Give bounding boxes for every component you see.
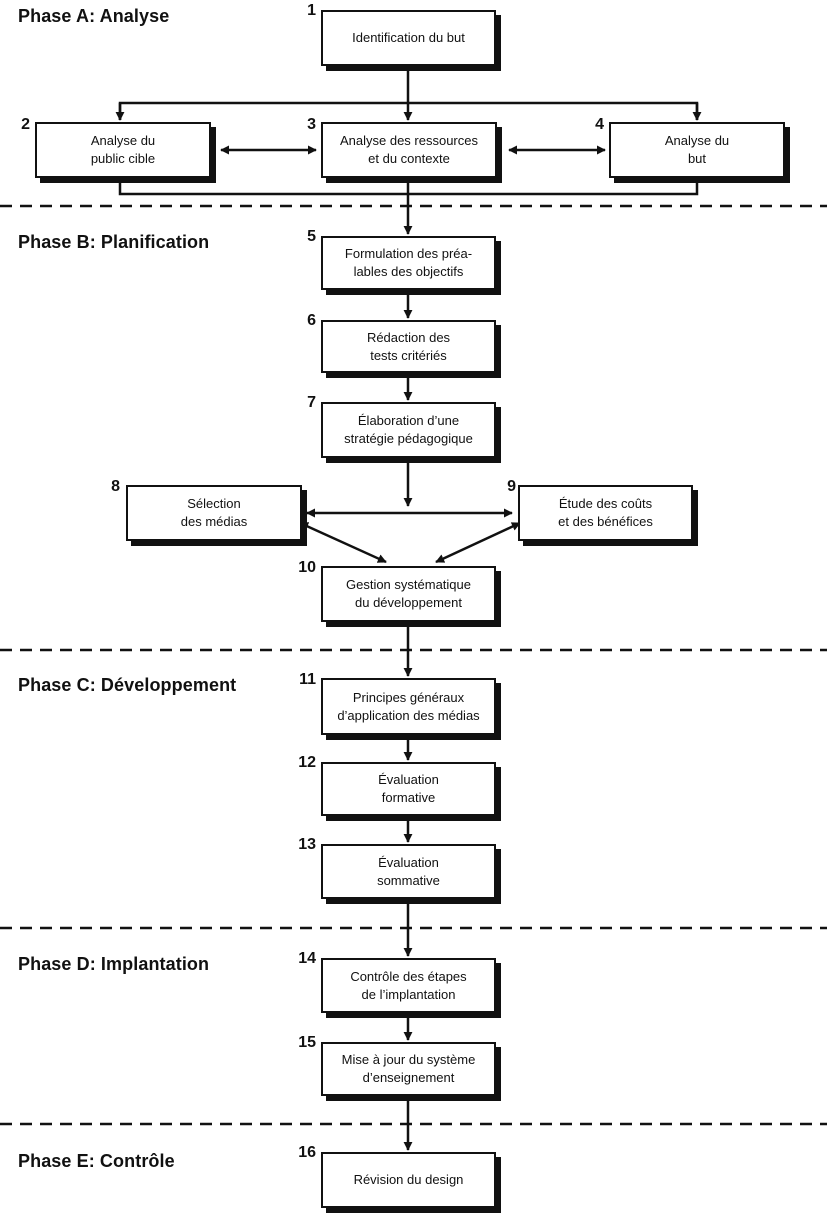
arrow-9-to-10 [435,521,521,564]
step-number: 5 [307,228,316,245]
step-label: Rédaction des tests critériés [366,329,451,363]
step-box-analyse-but: Analyse du but [609,122,785,178]
step-number: 7 [307,394,316,411]
phase-a-title: Phase A: Analyse [18,6,170,26]
phase-d-title: Phase D: Implantation [18,954,210,974]
step-label: Analyse du but [664,133,730,166]
step-box-identification-but: Identification du but [321,10,496,66]
step-box-mise-a-jour: Mise à jour du système d’enseignement [321,1042,496,1096]
arrow-8-to-10 [299,521,387,564]
step-number: 2 [21,116,30,133]
step-number: 11 [299,671,316,688]
step-box-etude-couts: Étude des coûts et des bénéfices [518,485,693,541]
phase-b-title: Phase B: Planification [18,232,210,252]
step-label: Analyse du public cible [90,133,156,166]
phase-c-title: Phase C: Développement [18,675,237,695]
step-number: 3 [307,116,316,133]
step-number: 6 [307,312,316,329]
step-box-analyse-public-cible: Analyse du public cible [35,122,211,178]
step-number: 8 [111,478,120,495]
step-label: Élaboration d’une stratégie pédagogique [344,413,473,446]
step-number: 10 [298,559,316,576]
step-box-selection-medias: Sélection des médias [126,485,302,541]
phase-e-title: Phase E: Contrôle [18,1151,175,1171]
step-label: Formulation des préa- lables des objecti… [344,246,473,279]
step-box-principes-medias: Principes généraux d’application des méd… [321,678,496,735]
step-box-revision-design: Révision du design [321,1152,496,1208]
step-number: 9 [507,478,516,495]
step-number: 16 [298,1144,316,1161]
step-number: 13 [298,836,316,853]
step-number: 15 [298,1034,316,1051]
step-label: Évaluation sommative [377,854,440,888]
step-label: Gestion systématique du développement [345,577,471,610]
step-box-analyse-ressources: Analyse des ressources et du contexte [321,122,497,178]
step-box-gestion-developpement: Gestion systématique du développement [321,566,496,622]
step-label: Évaluation formative [378,772,439,805]
step-label: Contrôle des étapes de l’implantation [350,968,467,1002]
step-number: 1 [307,2,316,19]
step-label: Identification du but [352,30,465,46]
step-label: Étude des coûts et des bénéfices [558,496,653,529]
step-box-evaluation-formative: Évaluation formative [321,762,496,816]
step-number: 12 [298,754,316,771]
step-number: 4 [595,116,604,133]
step-label: Principes généraux d’application des méd… [337,689,480,723]
step-label: Analyse des ressources et du contexte [339,133,478,166]
step-box-evaluation-sommative: Évaluation sommative [321,844,496,899]
step-box-formulation-prealables: Formulation des préa- lables des objecti… [321,236,496,290]
step-label: Mise à jour du système d’enseignement [341,1052,476,1085]
step-label: Sélection des médias [180,496,248,529]
step-number: 14 [298,950,316,967]
step-box-elaboration-strategie: Élaboration d’une stratégie pédagogique [321,402,496,458]
step-label: Révision du design [353,1172,464,1188]
step-box-controle-implantation: Contrôle des étapes de l’implantation [321,958,496,1013]
step-box-redaction-tests: Rédaction des tests critériés [321,320,496,373]
